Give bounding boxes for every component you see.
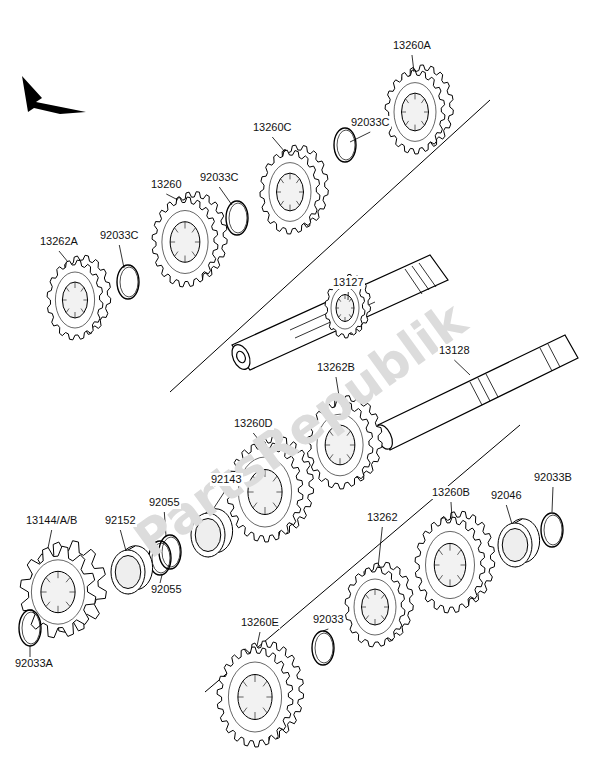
- leader-line: [454, 360, 470, 375]
- direction-arrow: [22, 76, 86, 114]
- callout-number: 13260A: [392, 39, 432, 52]
- callout-number: 92033: [312, 613, 345, 626]
- leader-line: [412, 55, 414, 72]
- gear: [260, 145, 328, 234]
- gear: [47, 255, 111, 340]
- gear: [325, 274, 370, 338]
- callout-number: 13260: [150, 178, 183, 191]
- ring: [117, 265, 139, 299]
- leader-line: [348, 292, 349, 300]
- ring: [226, 201, 248, 235]
- leader-line: [257, 632, 260, 646]
- callout-number: 13144/A/B: [25, 514, 78, 527]
- callout-number: 92046: [490, 489, 523, 502]
- leader-line: [30, 646, 31, 657]
- leader-line: [166, 194, 178, 200]
- callout-number: 92152: [104, 514, 137, 527]
- ring: [334, 128, 356, 162]
- sprocket: [20, 541, 106, 638]
- leader-line: [160, 575, 162, 583]
- callout-number: 13262A: [39, 235, 79, 248]
- callout-number: 13260E: [240, 616, 280, 629]
- leader-line: [506, 505, 512, 524]
- callout-number: 92055: [150, 583, 183, 596]
- callout-number: 13128: [438, 344, 471, 357]
- leader-line: [552, 487, 554, 512]
- callout-number: 13262: [366, 511, 399, 524]
- ring: [312, 631, 334, 665]
- callout-number: 13262B: [316, 361, 356, 374]
- shaft-end: [228, 342, 253, 372]
- gear: [217, 641, 304, 747]
- leader-line: [119, 245, 124, 268]
- callout-number: 13260B: [431, 486, 471, 499]
- sleeve: [498, 519, 540, 567]
- ring: [541, 513, 563, 547]
- gear: [152, 192, 227, 287]
- callout-number: 92033A: [14, 657, 54, 670]
- callout-number: 92033C: [99, 229, 140, 242]
- leader-line: [272, 137, 285, 152]
- gear: [385, 65, 453, 154]
- callout-number: 13127: [332, 276, 365, 289]
- callout-number: 92143: [210, 473, 243, 486]
- leader-line: [59, 251, 68, 262]
- ring: [19, 610, 41, 646]
- callout-number: 92055: [148, 496, 181, 509]
- gear: [415, 511, 495, 613]
- callout-number: 13260C: [252, 121, 293, 134]
- leader-line: [350, 132, 370, 142]
- leader-line: [378, 527, 382, 568]
- callout-number: 92033C: [350, 116, 391, 129]
- callout-number: 13260D: [233, 417, 274, 430]
- leader-line: [48, 530, 52, 548]
- gear: [345, 562, 413, 647]
- leader-line: [451, 502, 452, 518]
- leader-line: [120, 530, 126, 551]
- leader-line: [219, 187, 232, 205]
- shaft-bore: [235, 350, 247, 364]
- leader-line: [323, 629, 328, 631]
- callout-number: 92033B: [533, 471, 573, 484]
- callout-number: 92033C: [199, 171, 240, 184]
